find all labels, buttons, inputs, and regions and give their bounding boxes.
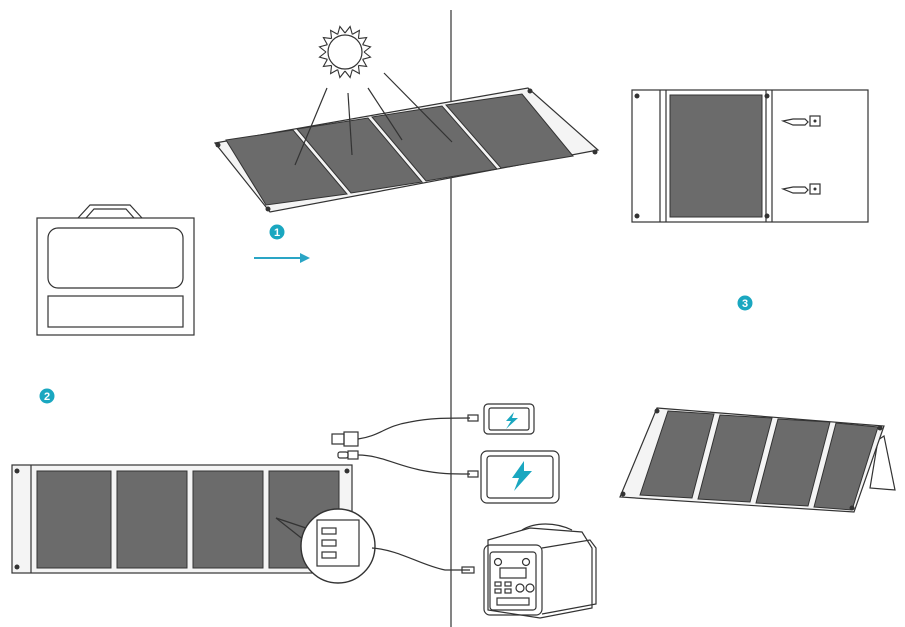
lightning-icon	[506, 412, 518, 429]
power-station-icon	[483, 523, 597, 619]
folded-solar-panel-case	[36, 204, 195, 336]
step-1-badge: 1	[269, 224, 285, 240]
usb-c-plug-icon	[337, 450, 359, 460]
tablet	[480, 450, 560, 504]
usb-plug-icon	[331, 431, 359, 447]
solar-panel-standing	[619, 407, 896, 513]
sun-ray	[318, 25, 372, 79]
kickstand-hinge-top	[780, 115, 821, 127]
right-arrow-icon	[254, 253, 310, 263]
step-2-badge: 2	[39, 388, 55, 404]
kickstand-hinge-bottom	[780, 183, 821, 195]
svg-text:2: 2	[44, 391, 50, 403]
step-3-badge: 3	[737, 295, 753, 311]
open-solar-panel-flat	[11, 464, 353, 574]
solar-panel-back-view	[631, 89, 869, 223]
charging-cables	[331, 414, 479, 574]
open-solar-panel-sunlit	[213, 87, 600, 213]
svg-text:3: 3	[742, 298, 748, 310]
sunlight-rays	[294, 72, 453, 166]
lightning-icon	[512, 461, 532, 491]
sun-icon	[318, 25, 372, 79]
svg-text:1: 1	[274, 227, 280, 239]
usb-port-magnifier	[300, 508, 376, 584]
smartphone	[483, 403, 535, 435]
